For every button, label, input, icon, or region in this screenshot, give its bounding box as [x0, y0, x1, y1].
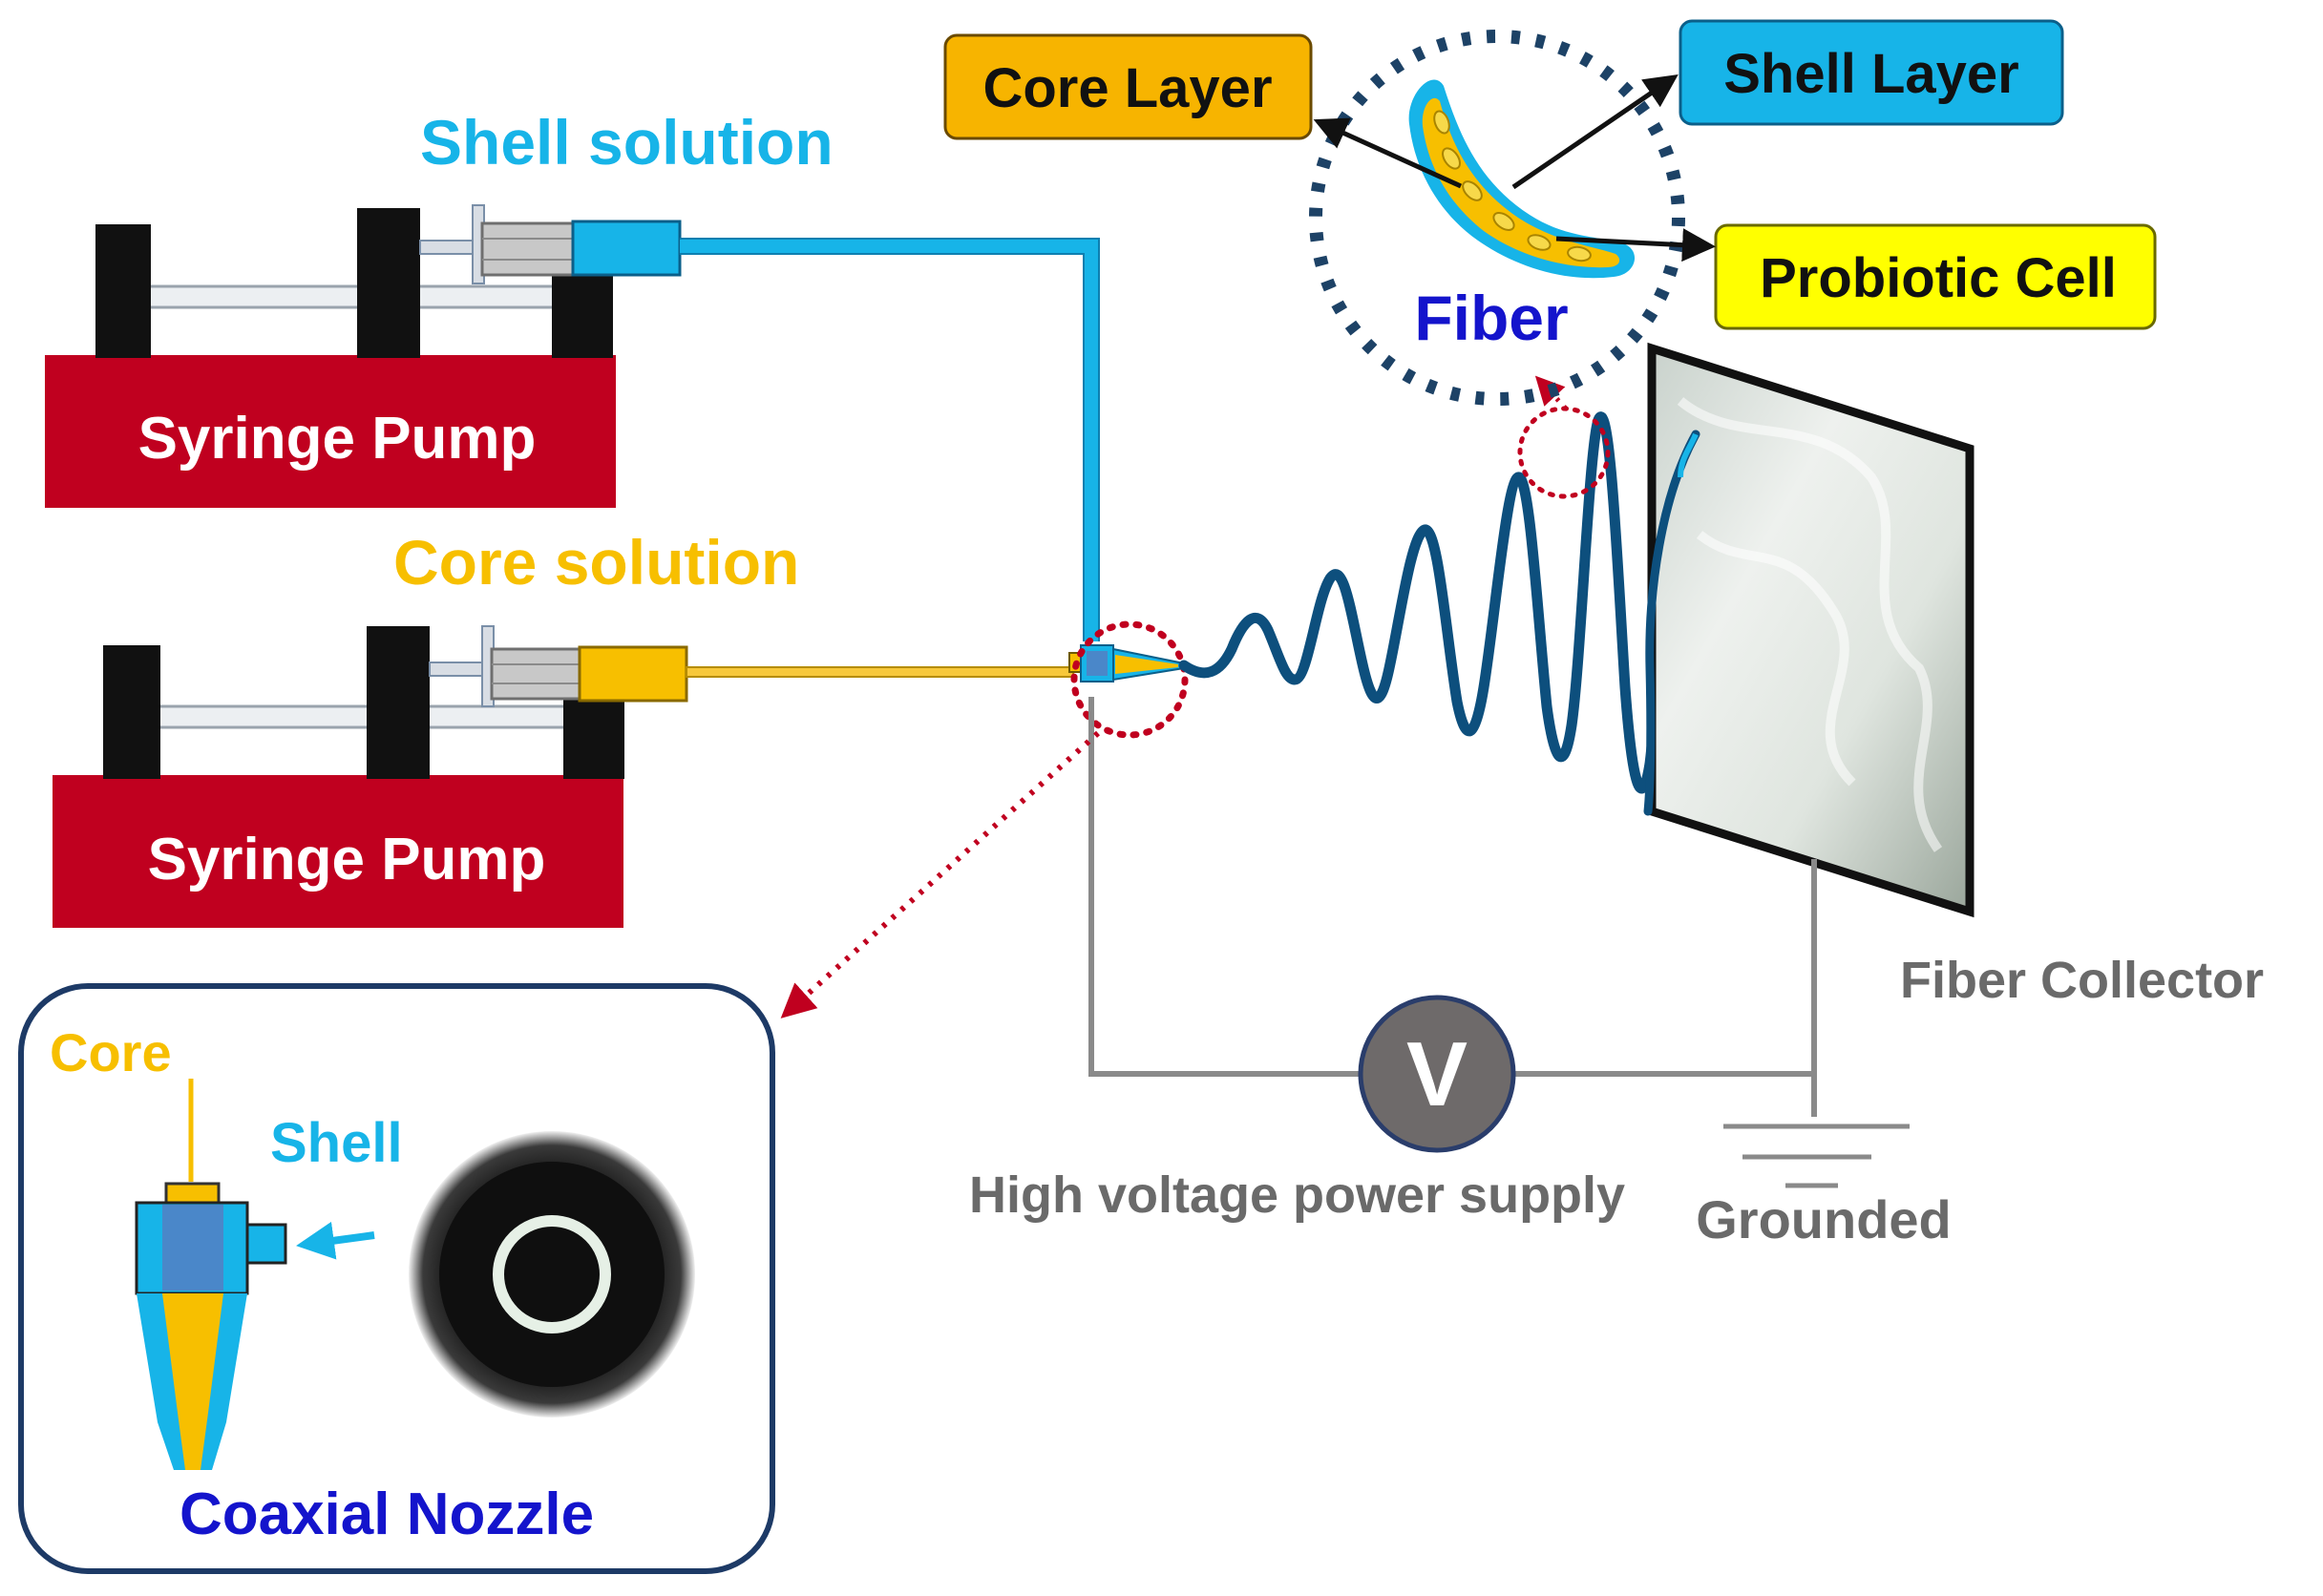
coaxial-nozzle-label: Coaxial Nozzle [180, 1481, 594, 1547]
inset-shell-feed-arrow [296, 1221, 375, 1260]
supply-wire-left [1088, 697, 1361, 1077]
voltmeter-icon: V [1358, 995, 1516, 1153]
inset-core-label: Core [50, 1022, 172, 1082]
inset-shell-label: Shell [270, 1112, 403, 1174]
coaxial-nozzle-icon [1068, 644, 1185, 682]
nozzle-inset-arrow [780, 730, 1101, 1018]
shell-solution-label: Shell solution [420, 107, 834, 178]
collector-fiber-strand [1678, 432, 1699, 478]
core-layer-callout: Core Layer [943, 33, 1313, 140]
collector-texture [1677, 397, 1943, 852]
pump-top-label: Syringe Pump [138, 406, 537, 472]
syringe-pump-top: Syringe Pump [45, 204, 682, 508]
syringe-icon [419, 204, 682, 284]
fiber-cross-section [1408, 79, 1636, 279]
nozzle-zoom-circle [1070, 620, 1189, 739]
syringe-pump-bottom: Syringe Pump [53, 625, 688, 928]
pump-bottom-label: Syringe Pump [148, 827, 546, 892]
coaxial-nozzle-icon [135, 1182, 287, 1470]
core-layer-pointer [1313, 117, 1463, 189]
probiotic-cell-label: Probiotic Cell [1760, 247, 2117, 309]
grounded-label: Grounded [1696, 1189, 1952, 1250]
collector-incoming-fiber [1643, 430, 1700, 816]
pump-top-post-right [552, 272, 613, 358]
fiber-zoom-arrow [1534, 375, 1568, 410]
shell-layer-callout: Shell Layer [1679, 19, 2064, 126]
voltmeter-symbol: V [1406, 1023, 1468, 1125]
ground-icon [1723, 1124, 1910, 1188]
fiber-collector-label: Fiber Collector [1900, 952, 2264, 1009]
shell-feed-tube-edge [680, 238, 1100, 641]
pump-bottom-post-left [103, 645, 160, 779]
fiber-jet [1178, 411, 1701, 794]
core-solution-label: Core solution [393, 527, 799, 598]
shell-feed-tube [680, 239, 1099, 641]
power-supply-label: High voltage power supply [969, 1166, 1625, 1224]
probiotic-cells [1433, 110, 1592, 262]
syringe-icon [429, 625, 688, 707]
core-layer-label: Core Layer [982, 57, 1272, 119]
shell-layer-label: Shell Layer [1723, 43, 2018, 105]
fiber-label: Fiber [1414, 283, 1568, 353]
pump-top-base [45, 355, 616, 508]
shell-layer-pointer [1511, 74, 1679, 190]
pump-bottom-post-right [563, 693, 624, 779]
pump-bottom-post-mid [367, 626, 430, 779]
core-feed-tube [686, 666, 1074, 678]
nozzle-cross-section-icon [409, 1131, 695, 1418]
pump-top-post-left [95, 224, 151, 358]
probiotic-cell-pointer [1555, 228, 1716, 262]
pump-top-post-mid [357, 208, 420, 358]
probiotic-cell-callout: Probiotic Cell [1714, 223, 2157, 330]
fiber-zoom-circle [1309, 30, 1685, 406]
pump-bottom-base [53, 775, 623, 928]
